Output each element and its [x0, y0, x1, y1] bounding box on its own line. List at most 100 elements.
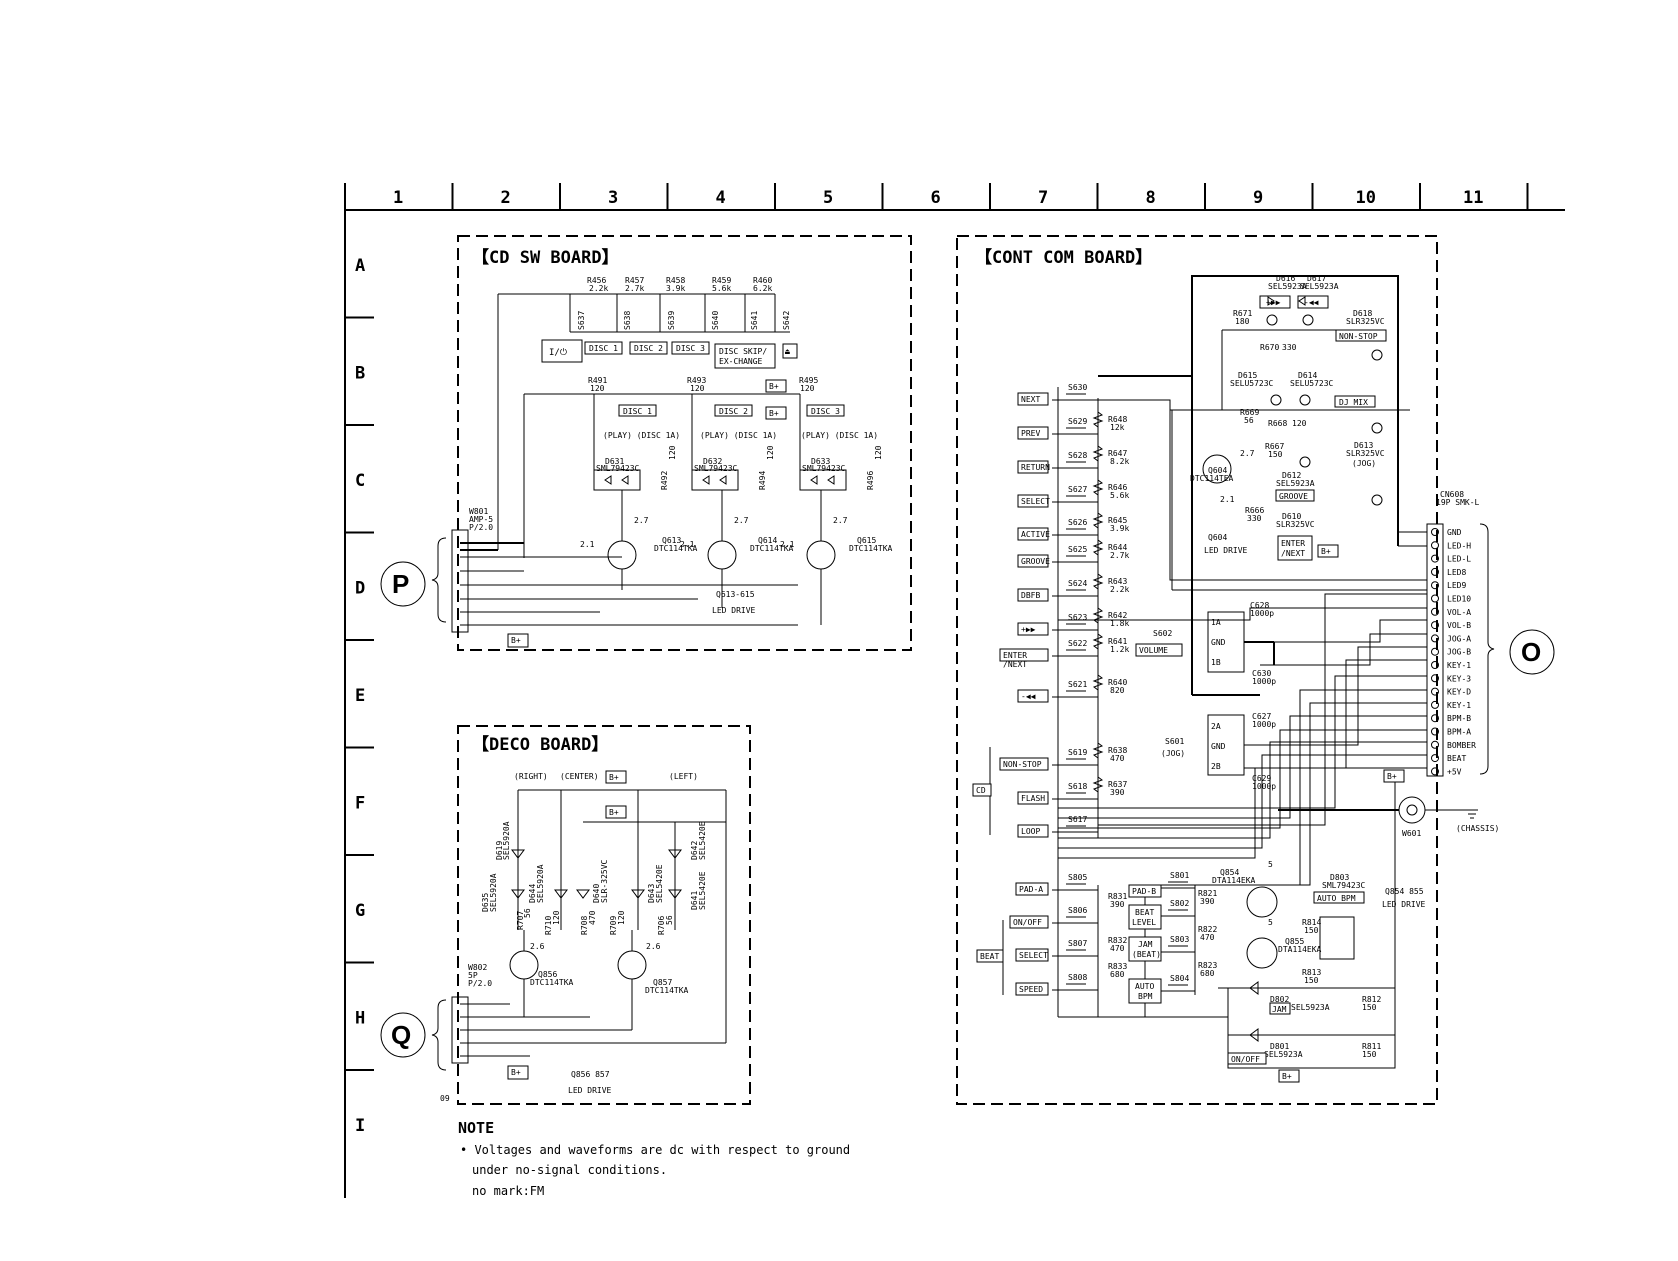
- auto-bpm-led-label: AUTO BPM: [1317, 894, 1356, 903]
- r709-val: 120: [617, 910, 626, 925]
- ladder-resistor-val: 3.9k: [1110, 524, 1129, 533]
- play-label-1: (PLAY) (DISC 1A): [603, 431, 680, 440]
- d615-ref: D615: [1238, 371, 1257, 380]
- cn608-pin-label: VOL-B: [1447, 621, 1471, 630]
- bplus-deco-2: B+: [609, 808, 619, 817]
- jam-led-label: JAM: [1272, 1005, 1287, 1014]
- enc2-gnd: GND: [1211, 742, 1226, 751]
- s642: S642: [782, 311, 791, 330]
- r495-ref: R495: [799, 376, 818, 385]
- r666-val: 330: [1247, 514, 1262, 523]
- w802-sub: 5P: [468, 971, 478, 980]
- auto-label: AUTO: [1135, 982, 1154, 991]
- r707-val: 56: [523, 908, 532, 918]
- key-label-next: /NEXT: [1003, 660, 1027, 669]
- q614-part: DTC114TKA: [750, 544, 794, 553]
- d640-ref: D640: [592, 884, 601, 903]
- cn608-pin-label: KEY-D: [1447, 688, 1471, 697]
- enc1-gnd: GND: [1211, 638, 1226, 647]
- beat-key-label: PAD-A: [1019, 885, 1043, 894]
- d632-part: SML79423C: [694, 464, 738, 473]
- v-q604-c: 2.7: [1240, 449, 1255, 458]
- cn608-pin-label: KEY-1: [1447, 661, 1471, 670]
- cn608-pin-label: KEY-1: [1447, 701, 1471, 710]
- r494-val: 120: [766, 445, 775, 460]
- key-switch-ref: S627: [1068, 485, 1087, 494]
- cn608-pin-label: VOL-A: [1447, 608, 1471, 617]
- r496-val: 120: [874, 445, 883, 460]
- grid-col-label: 11: [1463, 188, 1483, 208]
- connector-q-label: Q: [391, 1020, 411, 1050]
- r458-val: 3.9k: [666, 284, 685, 293]
- channel-right: (RIGHT): [514, 772, 548, 781]
- key-switch-ref: S621: [1068, 680, 1087, 689]
- r671-val: 180: [1235, 317, 1250, 326]
- key-switch-ref: S618: [1068, 782, 1087, 791]
- r668-ref: R668: [1268, 419, 1287, 428]
- r706: R706: [657, 916, 666, 935]
- d619-part: SEL5920A: [502, 821, 511, 860]
- beat-group-label: BEAT: [980, 952, 999, 961]
- ladder-resistor-val: 2.2k: [1110, 585, 1129, 594]
- key-label: NON-STOP: [1003, 760, 1042, 769]
- r821-val: 390: [1200, 897, 1215, 906]
- note-line-3: no mark:FM: [472, 1184, 544, 1198]
- grid-col-label: 8: [1146, 188, 1156, 208]
- c629-val: 1000p: [1252, 782, 1276, 791]
- r666-ref: R666: [1245, 506, 1264, 515]
- v-q615-b: 2.1: [780, 540, 795, 549]
- ladder-resistor-val: 1.2k: [1110, 645, 1129, 654]
- channel-center: (CENTER): [560, 772, 599, 781]
- bplus-cd-2: B+: [769, 409, 779, 418]
- r460-val: 6.2k: [753, 284, 772, 293]
- bplus-cont-2: B+: [1282, 1072, 1292, 1081]
- beat-switch-ref: S805: [1068, 873, 1087, 882]
- grid-row-label: D: [355, 579, 365, 599]
- v-q613-b: 2.1: [580, 540, 595, 549]
- beat-pad-switch-ref: S804: [1170, 974, 1189, 983]
- d632-ref: D632: [703, 457, 722, 466]
- r821-ref: R821: [1198, 889, 1217, 898]
- r491-val: 120: [590, 384, 605, 393]
- d802-part: SEL5923A: [1291, 1003, 1330, 1012]
- key-label: ENTER: [1003, 651, 1027, 660]
- v-q854: 5: [1268, 860, 1273, 869]
- eject-icon: ⏏: [785, 347, 790, 356]
- note-line-1: • Voltages and waveforms are dc with res…: [460, 1143, 850, 1157]
- v-q614-b: 2.1: [680, 540, 695, 549]
- level-label: LEVEL: [1132, 918, 1156, 927]
- deco-page-ref: 09: [440, 1094, 450, 1103]
- q604-part: DTC114TEA: [1190, 474, 1234, 483]
- cn608-pin-label: LED8: [1447, 568, 1466, 577]
- d614-part: SELU5723C: [1290, 379, 1334, 388]
- enc2-a: 2A: [1211, 722, 1221, 731]
- deco-transistors: 2.6 2.6 Q856 DTC114TKA Q857 DTC114TKA Q8…: [509, 930, 689, 1095]
- r670-val: 330: [1282, 343, 1297, 352]
- s639: S639: [667, 311, 676, 330]
- connector-p: P: [380, 537, 447, 623]
- d613-ref: D613: [1354, 441, 1373, 450]
- ladder-resistor-val: 5.6k: [1110, 491, 1129, 500]
- key-switch-ref: S625: [1068, 545, 1087, 554]
- cont-wiring: [1058, 399, 1427, 886]
- ladder-resistor-val: 390: [1110, 788, 1125, 797]
- key-switch-ref: S623: [1068, 613, 1087, 622]
- cn608-connector: CN608 19P SMK-L GNDLED-HLED-LLED8LED9LED…: [1426, 490, 1480, 777]
- d610-ref: D610: [1282, 512, 1301, 521]
- disc2-button-label: DISC 2: [634, 344, 663, 353]
- w801-connector: W801 AMP-5 P/2.0 B+: [451, 507, 798, 648]
- beat-led-drive: LED DRIVE: [1382, 900, 1426, 909]
- disc-skip-label: DISC SKIP/: [719, 347, 767, 356]
- cn608-pin-label: JOG-A: [1447, 634, 1471, 643]
- key-switch-ref: S628: [1068, 451, 1087, 460]
- connector-o: O: [1479, 523, 1555, 775]
- r491-ref: R491: [588, 376, 607, 385]
- s602-ref: S602: [1153, 629, 1172, 638]
- d802-ref: D802: [1270, 995, 1289, 1004]
- w802-connector: W802 5P P/2.0 B+ 09: [440, 790, 727, 1103]
- r833-val: 680: [1110, 970, 1125, 979]
- w802-ref: W802: [468, 963, 487, 972]
- r832-ref: R832: [1108, 936, 1127, 945]
- chassis-label: (CHASSIS): [1456, 824, 1499, 833]
